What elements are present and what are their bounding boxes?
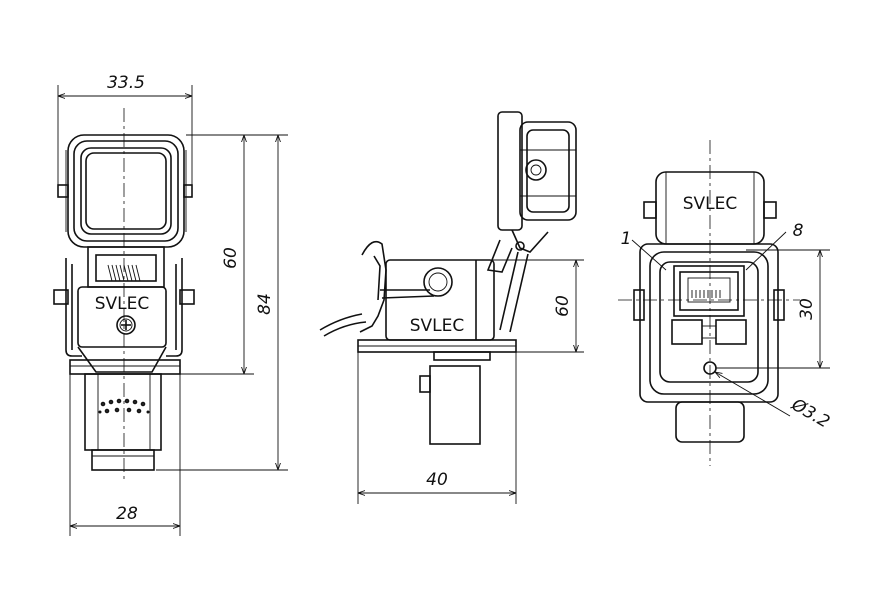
screw-icon	[116, 315, 136, 335]
rear-view: SVLEC 1 8 30 Ø	[618, 140, 833, 466]
front-view: SVLEC	[53, 73, 288, 536]
dim-front-top-width: 33.5	[107, 73, 145, 93]
dim-front-height-60: 60	[221, 247, 241, 269]
cover-pivot-icon	[525, 159, 547, 181]
rear-pin-8-label: 8	[793, 221, 804, 241]
contact-pins-icon	[98, 398, 150, 414]
dim-front-height-84: 84	[255, 293, 275, 315]
side-view: SVLEC 60 40	[319, 111, 584, 504]
housing-lock-icon	[423, 267, 453, 297]
rj45-port-icon	[673, 265, 745, 317]
rear-brand-label: SVLEC	[683, 194, 738, 214]
dim-side-height-60: 60	[553, 295, 573, 317]
rear-pin-1-label: 1	[621, 229, 632, 249]
dim-rear-height-30: 30	[797, 298, 817, 320]
side-brand-label: SVLEC	[410, 316, 465, 336]
front-brand-label: SVLEC	[95, 294, 150, 314]
hinge-spring-icon	[107, 264, 141, 282]
dim-side-width-40: 40	[426, 470, 448, 490]
dim-front-bottom-width: 28	[116, 504, 138, 524]
dim-rear-hole-diameter: Ø3.2	[787, 394, 833, 432]
